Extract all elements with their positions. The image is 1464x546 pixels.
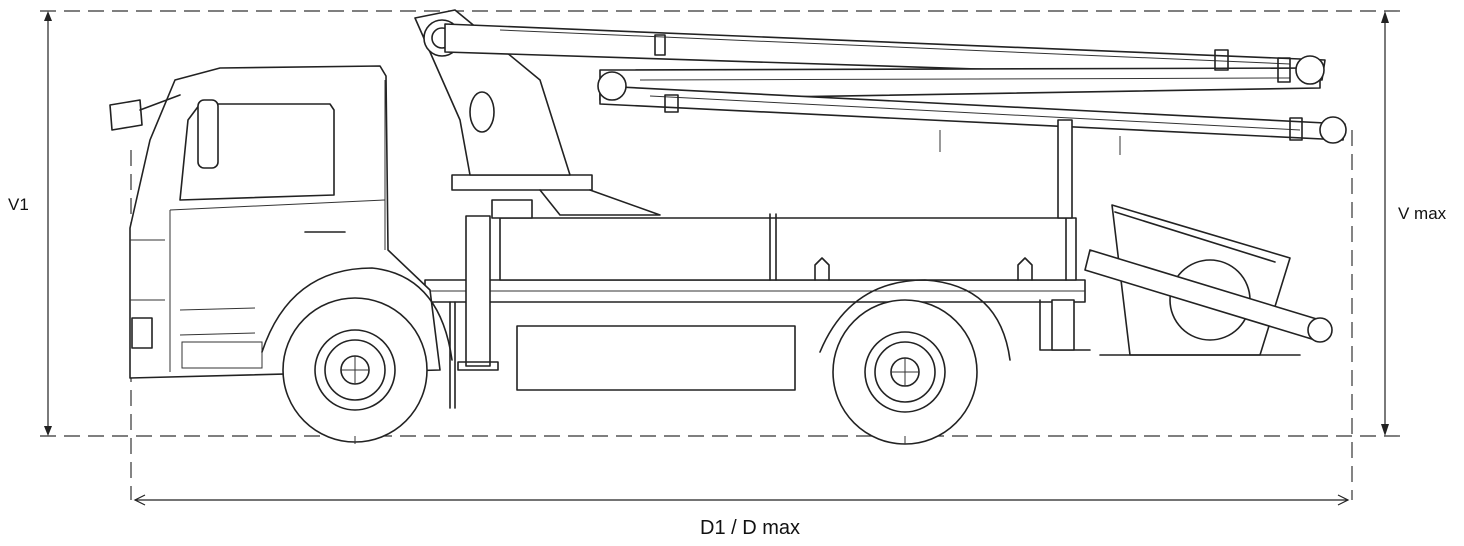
dimension-length (133, 494, 1350, 506)
label-length: D1 / D max (700, 517, 800, 539)
label-vmax: V max (1398, 204, 1447, 223)
label-v1: V1 (8, 195, 29, 214)
rear-hopper (1084, 204, 1333, 356)
chassis (424, 215, 1091, 409)
rear-outrigger (1051, 299, 1075, 351)
ground-markers (354, 436, 906, 444)
dimension-v1 (44, 11, 52, 436)
side-box (516, 325, 796, 391)
front-wheel (261, 267, 453, 443)
dimension-vmax (1381, 11, 1389, 436)
front-outrigger (465, 215, 491, 367)
water-tank (491, 199, 1077, 281)
rear-wheel (819, 279, 1011, 445)
boom-arms (444, 23, 1347, 219)
